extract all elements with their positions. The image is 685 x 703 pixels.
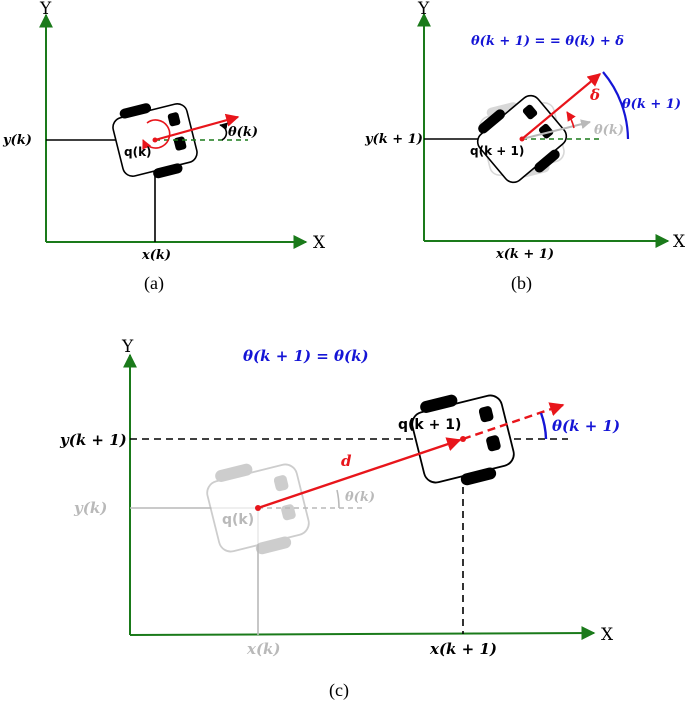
y-label: y(k): [2, 133, 32, 148]
heading-arrow: [521, 73, 602, 140]
panel-a: Y X y(k) x(k) q(k) θ(k) (a): [2, 0, 326, 294]
x-new-label: x(k + 1): [429, 640, 497, 658]
displacement-arrow: [257, 437, 462, 510]
equation-c: θ(k + 1) = θ(k): [243, 347, 369, 365]
caption-b: (b): [511, 273, 532, 294]
heading-dashed-arrow: [462, 402, 565, 441]
x-axis-letter: X: [313, 233, 326, 253]
equation-b: θ(k + 1) = = θ(k) + δ: [471, 34, 624, 49]
caption-c: (c): [329, 680, 349, 701]
theta-new-arc: [602, 71, 630, 140]
x-axis-line: [129, 626, 596, 641]
caption-a: (a): [144, 273, 164, 294]
rotation-arrow: [142, 119, 171, 150]
theta-new-label: θ(k + 1): [552, 417, 620, 435]
y-axis-letter: Y: [121, 337, 134, 357]
x-old-label: x(k): [246, 640, 281, 658]
x-label: x(k): [141, 248, 171, 263]
y-label: y(k + 1): [364, 132, 423, 147]
theta-angle-arc: [219, 122, 228, 141]
robot-center: [519, 136, 525, 142]
y-axis-letter: Y: [39, 0, 52, 19]
q-label: q(k + 1): [470, 144, 524, 158]
theta-new-label: θ(k + 1): [622, 97, 681, 112]
panel-b: Y X θ(k + 1) = = θ(k) + δ y(k + 1) x(k +…: [364, 0, 685, 294]
x-axis-letter: X: [601, 625, 614, 645]
y-old-label: y(k): [73, 499, 107, 517]
y-axis-letter: Y: [417, 0, 430, 19]
distance-label: d: [341, 452, 352, 470]
delta-label: δ: [589, 86, 600, 104]
q-label: q(k): [124, 145, 152, 159]
panel-c: Y X θ(k + 1) = θ(k) y(k: [59, 337, 620, 701]
x-axis-letter: X: [673, 232, 685, 252]
old-center: [255, 505, 261, 511]
y-new-label: y(k + 1): [59, 431, 127, 449]
old-heading-arrow: [521, 119, 591, 140]
theta-new-arc: [539, 412, 548, 440]
q-old-label: q(k): [222, 512, 254, 528]
theta-old-label: θ(k): [345, 490, 375, 505]
theta-old-arc: [336, 489, 340, 509]
q-new-label: q(k + 1): [398, 417, 461, 433]
x-label: x(k + 1): [495, 247, 554, 262]
delta-arc: [566, 111, 576, 129]
new-center: [460, 436, 466, 442]
theta-old-label: θ(k): [594, 123, 624, 138]
robot-center: [152, 137, 158, 143]
theta-label: θ(k): [228, 125, 258, 140]
